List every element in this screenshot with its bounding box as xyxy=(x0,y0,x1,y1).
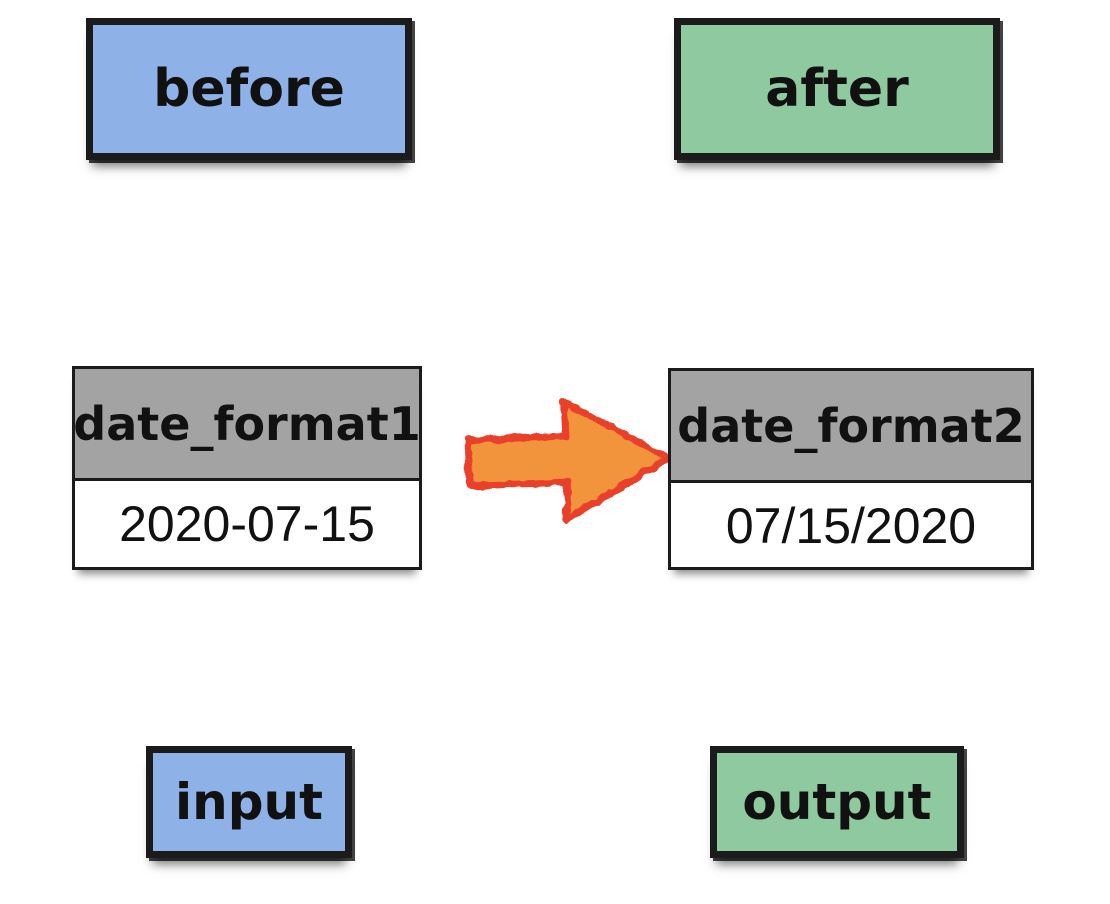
before-label-box: before xyxy=(86,18,412,160)
before-label: before xyxy=(153,59,345,119)
input-table-header: date_format1 xyxy=(73,369,421,481)
output-table-header: date_format2 xyxy=(671,371,1031,483)
right-arrow-icon xyxy=(464,398,672,524)
input-label-box: input xyxy=(146,746,352,858)
input-table-value: 2020-07-15 xyxy=(119,496,375,552)
output-label: output xyxy=(742,773,932,831)
output-table-value: 07/15/2020 xyxy=(725,498,977,554)
after-label-box: after xyxy=(674,18,1000,160)
output-label-box: output xyxy=(710,746,964,858)
output-table: date_format2 07/15/2020 xyxy=(668,368,1034,570)
arrow-shape xyxy=(464,398,672,524)
after-label: after xyxy=(765,59,909,119)
input-label: input xyxy=(174,773,324,831)
input-table: date_format1 2020-07-15 xyxy=(72,366,422,570)
